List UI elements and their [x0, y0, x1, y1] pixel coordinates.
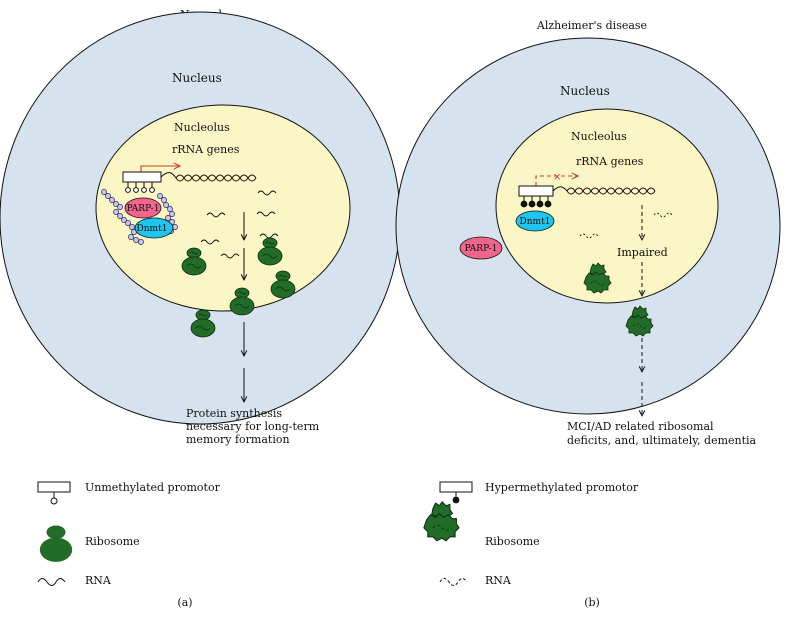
parp1-a: [124, 197, 162, 219]
histone-beads-a: [101, 189, 178, 245]
legend-b-promoter-label: Hypermethylated promotor: [485, 481, 639, 494]
unmethylated-promoter-a: [122, 171, 162, 193]
nucleus-label-b: Nucleus: [560, 84, 610, 98]
impaired-ribosome-icon: [423, 501, 460, 542]
hypermethylated-promoter-icon: [439, 481, 473, 504]
caption-b: (b): [584, 596, 600, 609]
dna-helix-a: [160, 172, 257, 182]
panel-a: Normal Nucleus Nucleolus rRNA genes: [0, 8, 401, 446]
dnmt1-label-a: Dnmt1: [137, 224, 168, 234]
dnmt1-b: [515, 210, 555, 232]
dnmt1-a: [134, 217, 174, 239]
dna-helix-b: [552, 186, 656, 195]
dashed-rna-icon: [439, 578, 468, 586]
legend-b-rna-label: RNA: [485, 574, 512, 587]
panel-b-title: Alzheimer's disease: [536, 19, 647, 32]
outcome-b-line1: MCI/AD related ribosomal: [567, 420, 714, 433]
nucleolus-a: [95, 104, 351, 312]
caption-a: (a): [177, 596, 192, 609]
rrna-genes-label-b: rRNA genes: [576, 155, 644, 168]
nucleolus-label-a: Nucleolus: [174, 121, 230, 134]
ribosome-icon: [39, 525, 73, 562]
impaired-label: Impaired: [617, 246, 668, 259]
outcome-b-line2: deficits, and, ultimately, dementia: [567, 434, 757, 447]
hypermethylated-promoter-b: [518, 185, 554, 208]
outcome-a-line3: memory formation: [186, 433, 290, 446]
dnmt1-label-b: Dnmt1: [520, 217, 551, 227]
nucleus-label-a: Nucleus: [172, 71, 222, 85]
nucleolus-b: [495, 108, 719, 304]
outcome-a-line1: Protein synthesis: [186, 407, 282, 420]
nucleolus-label-b: Nucleolus: [571, 130, 627, 143]
panel-b: Alzheimer's disease Nucleus Nucleolus rR…: [395, 19, 781, 447]
outcome-a-line2: necessary for long-term: [186, 420, 320, 433]
rrna-genes-label-a: rRNA genes: [172, 143, 240, 156]
legend-a: Unmethylated promotor Ribosome RNA (a): [37, 481, 221, 609]
legend-a-rna-label: RNA: [85, 574, 112, 587]
parp1-label-b: PARP-1: [465, 244, 498, 254]
parp1-label-a: PARP-1: [127, 204, 160, 214]
legend-a-ribosome-label: Ribosome: [85, 535, 140, 548]
legend-b-ribosome-label: Ribosome: [485, 535, 540, 548]
legend-b: Hypermethylated promotor Ribosome RNA (b…: [423, 481, 639, 609]
block-x-icon: ×: [553, 172, 561, 183]
blocked-transcription-arrow-b: [535, 176, 578, 186]
parp1-b: [459, 236, 503, 260]
legend-a-promoter-label: Unmethylated promotor: [85, 481, 221, 494]
rna-icon: [37, 578, 66, 586]
unmethylated-promoter-icon: [37, 481, 71, 505]
